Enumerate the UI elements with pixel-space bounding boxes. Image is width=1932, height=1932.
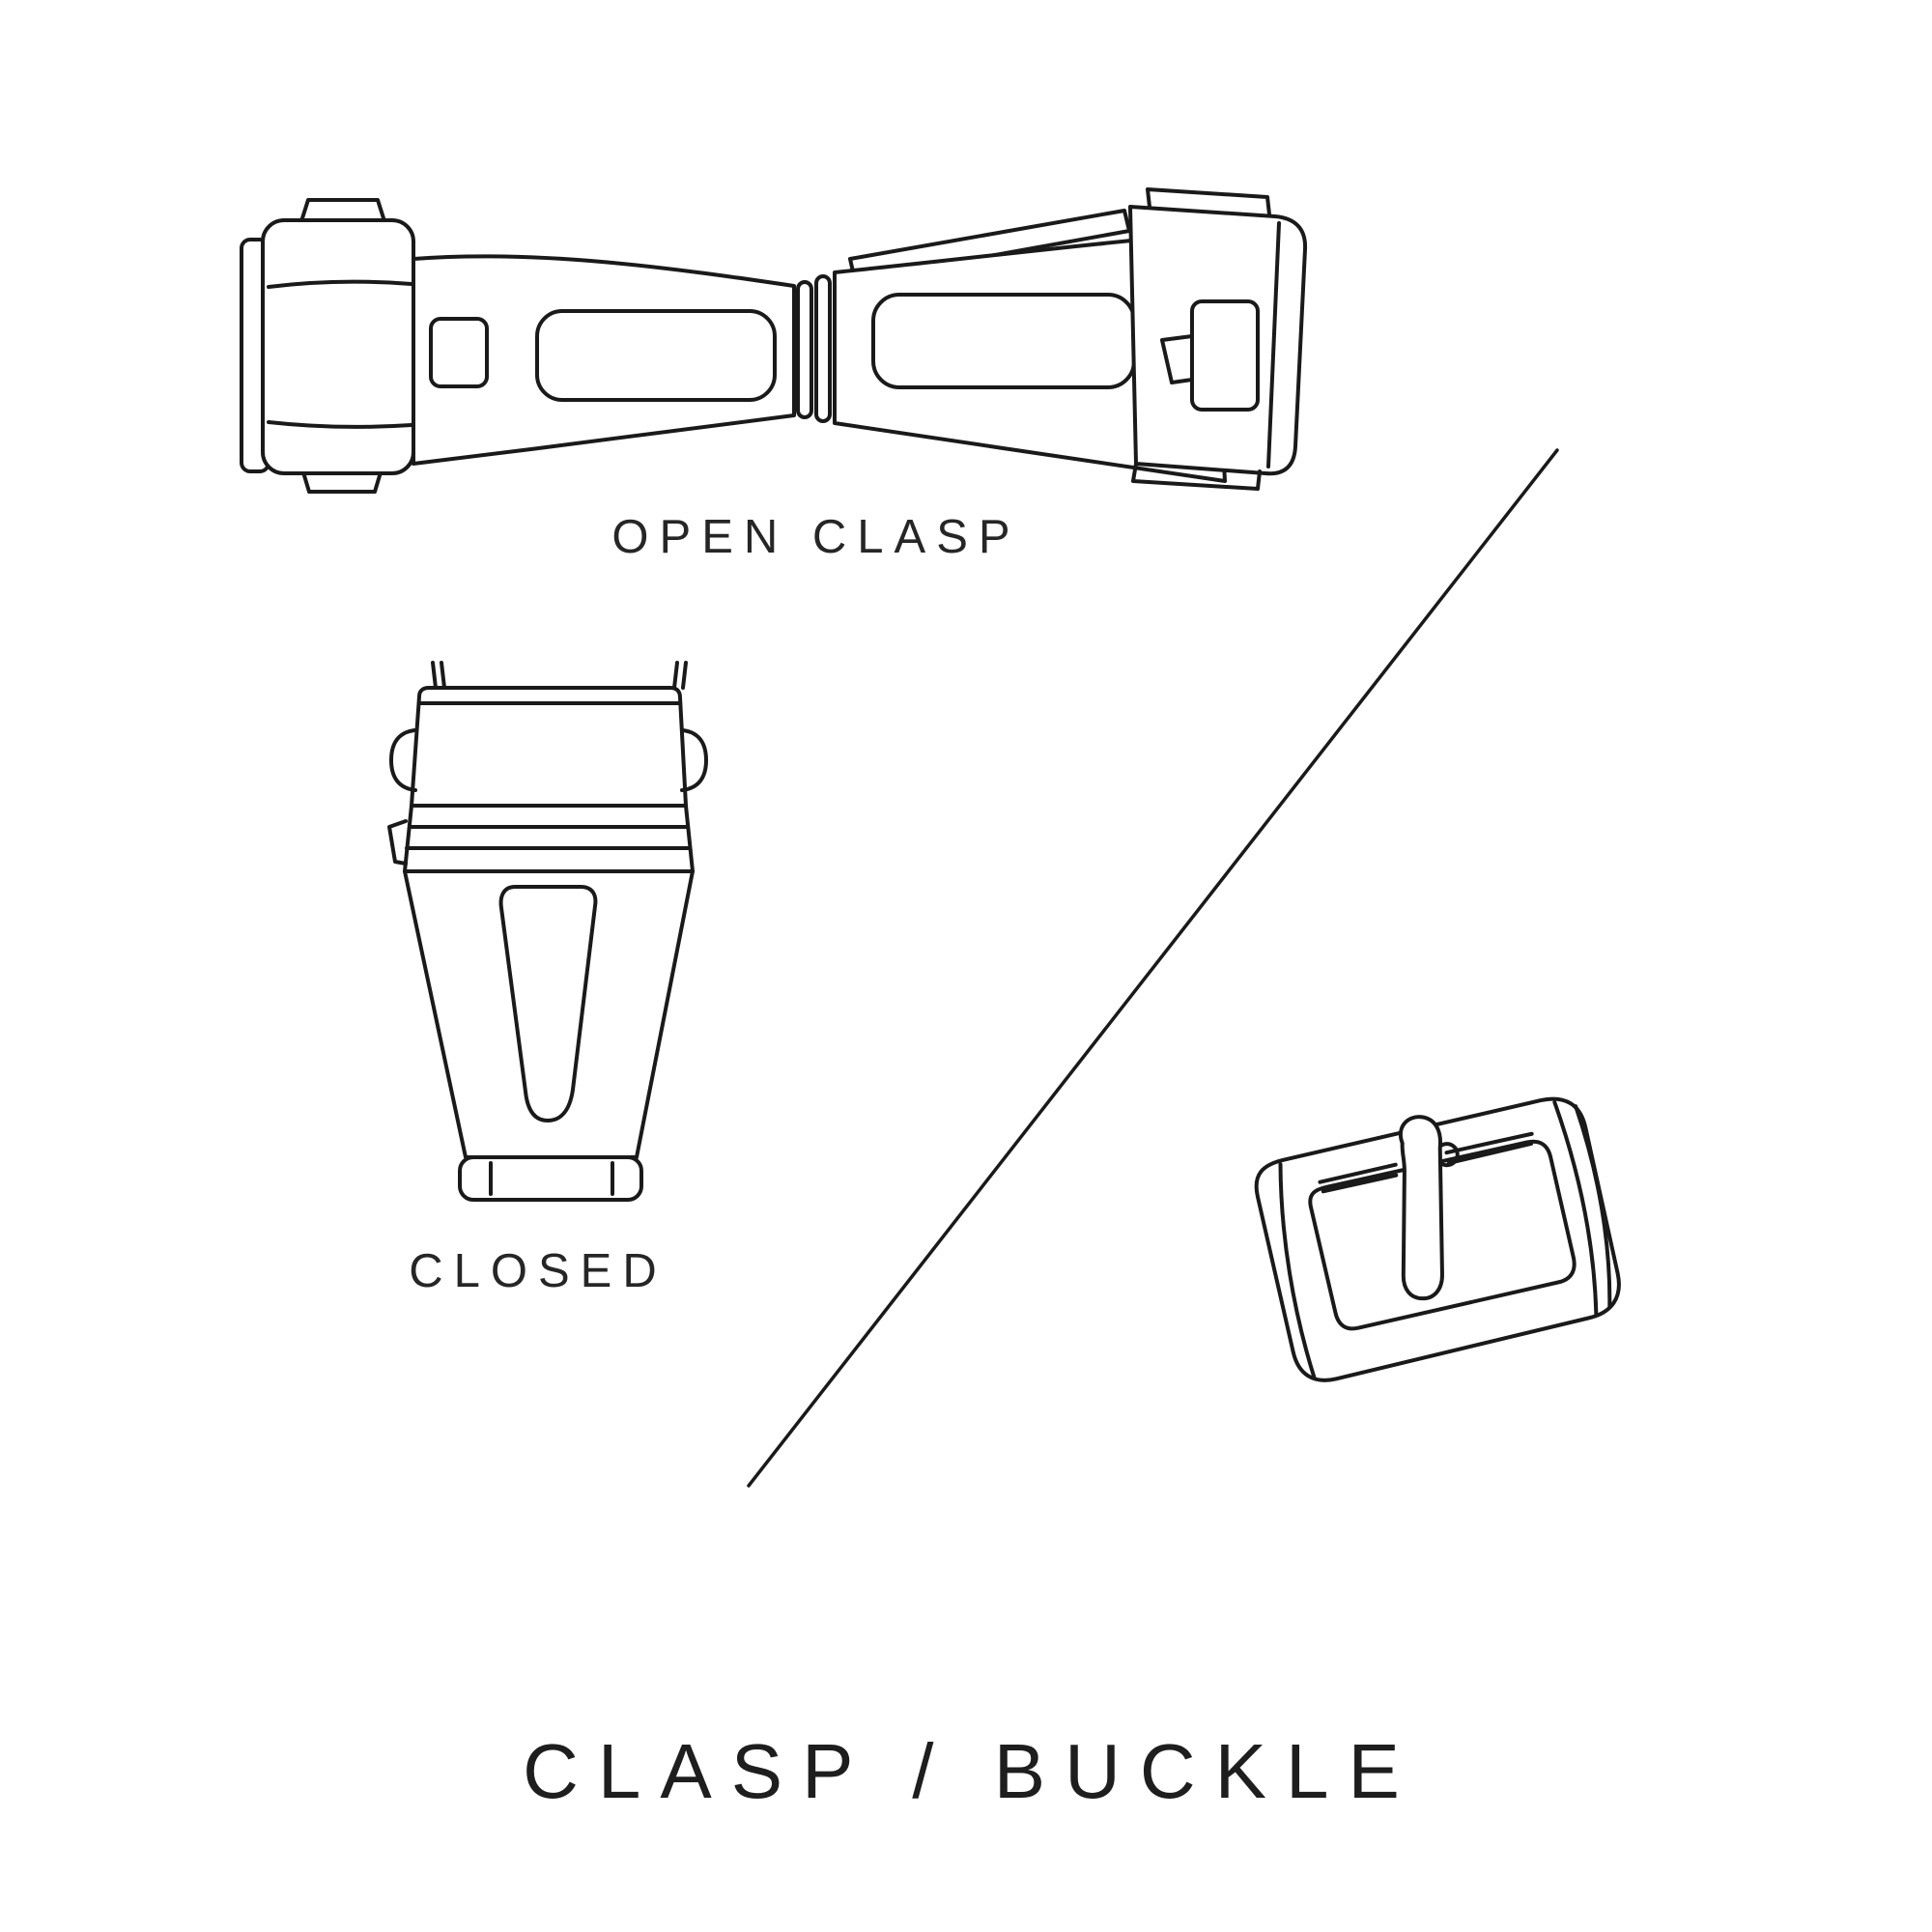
open-clasp-right-link-bottom-edge [1131,462,1262,491]
open-clasp-right-link-top-edge [1146,187,1271,216]
closed-clasp-band [403,804,695,873]
open-clasp-left-bottom-tab [301,470,383,494]
open-clasp-caption: OPEN CLASP [611,511,1021,563]
diagram-title: CLASP / BUCKLE [523,1728,1419,1814]
buckle-left-curve-line [1278,1162,1317,1380]
closed-clasp-top-block [410,686,688,808]
closed-clasp-prong-left [431,661,446,690]
buckle-tongue [1399,1115,1444,1301]
buckle-bar-bottom-line [1321,1141,1534,1194]
divider-line [747,448,1559,1488]
open-clasp-right-link-curve [1266,221,1281,469]
closed-clasp-ear-left [389,728,417,792]
closed-clasp-prong-right [672,661,688,690]
closed-clasp-ear-right [680,728,708,792]
open-clasp-hinge-bar-1 [796,280,813,419]
closed-clasp-caption: CLOSED [409,1245,668,1297]
closed-clasp-band-tab [387,819,408,866]
buckle-right-curve-line-1 [1552,1100,1599,1318]
open-clasp-illustration [240,187,1308,494]
closed-clasp-illustration [387,661,708,1202]
closed-clasp-band-lines [405,825,692,850]
open-clasp-left-window [535,309,777,402]
open-clasp-hinge-bar-2 [814,274,832,423]
open-clasp-left-top-tab [299,198,386,223]
open-clasp-left-notch [429,317,489,388]
closed-clasp-base-ticks [489,1161,614,1196]
closed-clasp-slot [498,885,598,1122]
open-clasp-left-link [261,218,415,475]
buckle-bar-top-line [1318,1131,1534,1184]
buckle-right-curve-line-2 [1574,1104,1612,1309]
open-clasp-right-hook [1160,334,1194,384]
open-clasp-left-link-detail-bottom [267,420,413,429]
pin-buckle-illustration [1254,1096,1621,1382]
open-clasp-left-link-detail-top [267,279,413,289]
open-clasp-right-cutout [1190,299,1260,412]
closed-clasp-base [458,1155,643,1202]
open-clasp-right-window [871,293,1136,389]
